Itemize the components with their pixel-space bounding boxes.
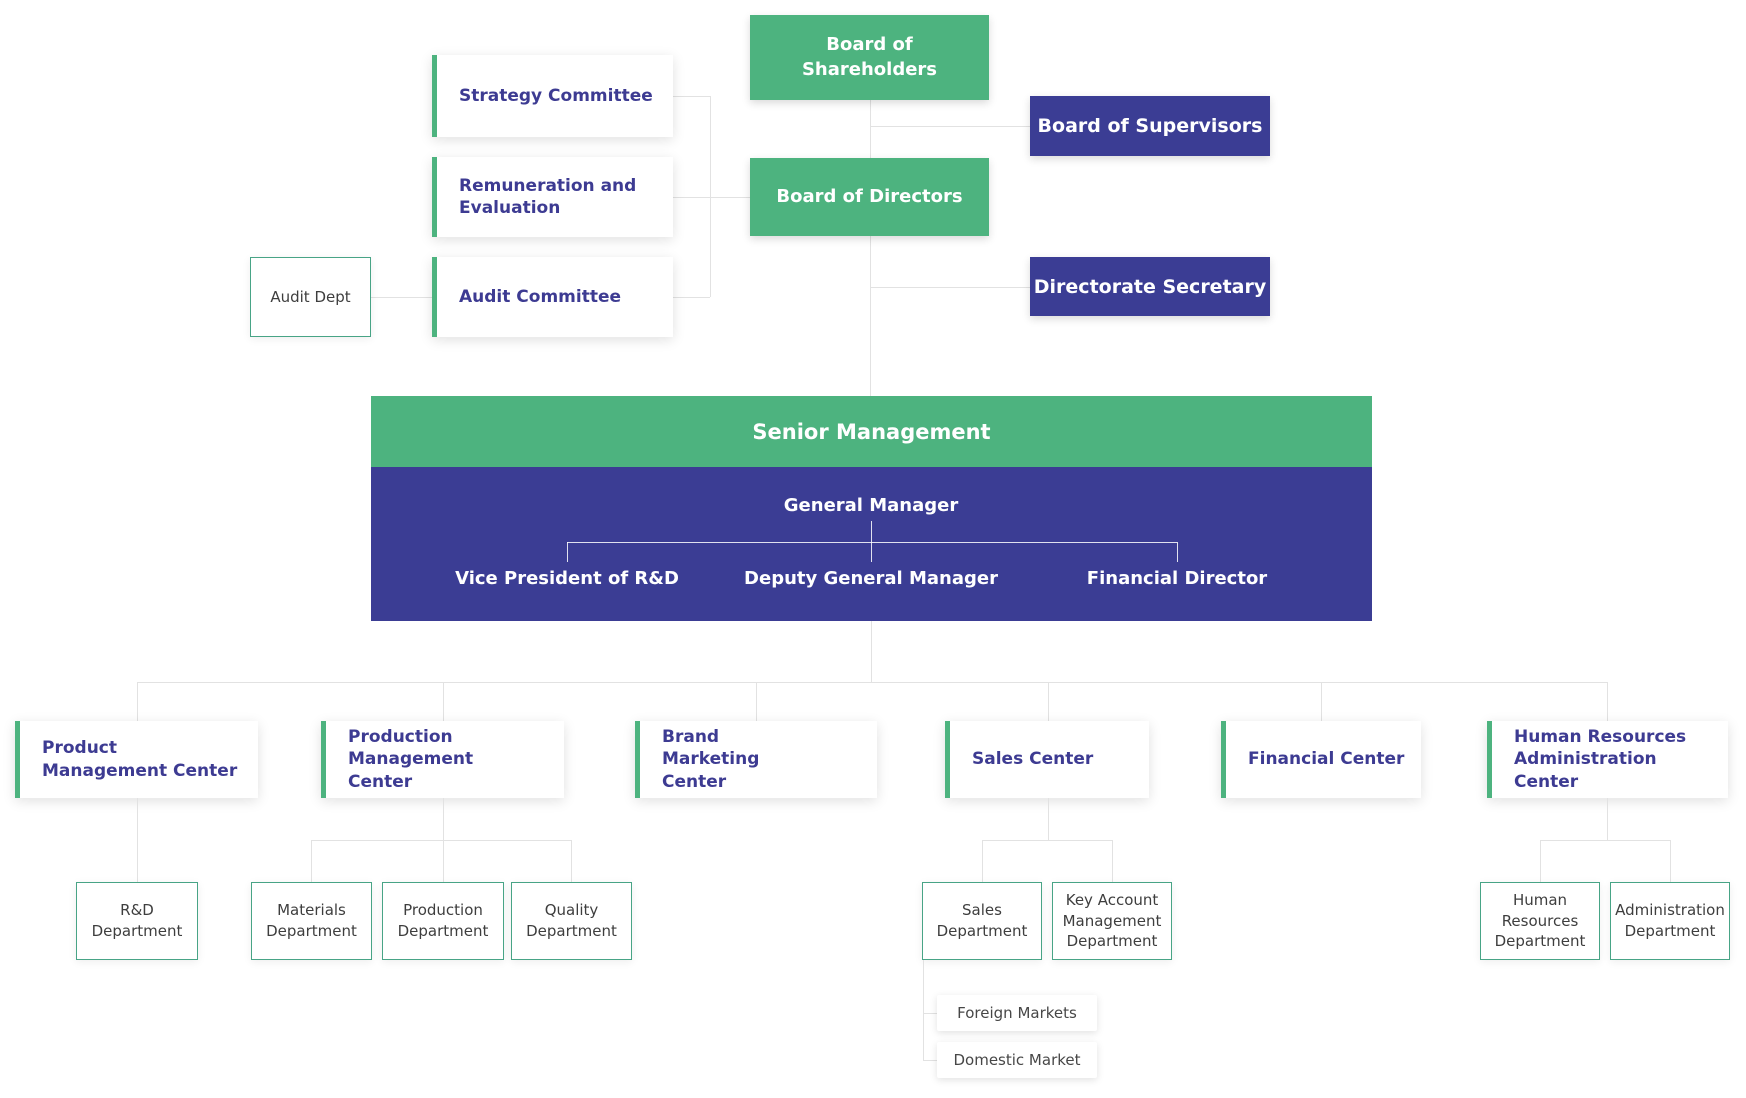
connector-line: [982, 840, 1112, 841]
connector-line: [137, 682, 1607, 683]
node-label: Strategy Committee: [459, 85, 653, 106]
node-financial-center: Financial Center: [1221, 721, 1421, 798]
node-board-of-supervisors: Board of Supervisors: [1030, 96, 1270, 156]
node-label: Board of Directors: [776, 185, 963, 207]
node-label: Quality Department: [526, 901, 617, 940]
connector-line: [870, 100, 871, 158]
node-label: Key Account Management Department: [1062, 890, 1162, 951]
node-label: Production Department: [397, 901, 489, 940]
node-human-resources-department: Human Resources Department: [1480, 882, 1600, 960]
node-label: Audit Dept: [270, 287, 351, 306]
connector-line: [871, 521, 872, 542]
connector-line: [1607, 798, 1608, 840]
connector-line: [871, 542, 872, 562]
node-label: Board of Supervisors: [1037, 115, 1263, 137]
node-rd-department: R&D Department: [76, 882, 198, 960]
node-label: R&D Department: [91, 901, 183, 940]
connector-line: [870, 236, 871, 396]
node-label: Audit Committee: [459, 286, 622, 307]
connector-line: [710, 96, 711, 297]
node-domestic-market: Domestic Market: [937, 1042, 1097, 1078]
connector-line: [443, 798, 444, 840]
connector-line: [673, 297, 710, 298]
node-sales-center: Sales Center: [945, 721, 1149, 798]
connector-line: [870, 126, 1030, 127]
node-general-manager: General Manager: [783, 495, 959, 516]
node-foreign-markets: Foreign Markets: [937, 995, 1097, 1031]
node-label: Senior Management: [752, 419, 991, 444]
node-product-management-center: Product Management Center: [15, 721, 258, 798]
connector-line: [443, 682, 444, 721]
node-hr-administration-center: Human Resources Administration Center: [1487, 721, 1728, 798]
connector-line: [311, 840, 312, 882]
node-directorate-secretary: Directorate Secretary: [1030, 257, 1270, 316]
connector-line: [756, 682, 757, 721]
node-label: Brand Marketing Center: [662, 726, 760, 792]
connector-line: [673, 96, 710, 97]
connector-line: [137, 682, 138, 721]
node-label: Product Management Center: [42, 738, 238, 781]
node-remuneration-and-evaluation: Remuneration and Evaluation: [432, 157, 673, 237]
connector-line: [567, 542, 1177, 543]
connector-line: [1540, 840, 1541, 882]
senior-management-header: Senior Management: [371, 396, 1372, 467]
node-brand-marketing-center: Brand Marketing Center: [635, 721, 877, 798]
node-administration-department: Administration Department: [1610, 882, 1730, 960]
node-board-of-directors: Board of Directors: [750, 158, 989, 236]
connector-line: [1048, 682, 1049, 721]
node-deputy-general-manager: Deputy General Manager: [744, 568, 998, 589]
node-label: Sales Department: [936, 901, 1028, 940]
node-label: Production Management Center: [348, 726, 474, 792]
node-label: Domestic Market: [953, 1051, 1081, 1069]
connector-line: [443, 840, 444, 882]
node-audit-committee: Audit Committee: [432, 257, 673, 337]
node-label: Human Resources Administration Center: [1514, 726, 1687, 792]
node-production-management-center: Production Management Center: [321, 721, 564, 798]
node-label: Foreign Markets: [957, 1004, 1077, 1022]
node-label: Remuneration and Evaluation: [459, 175, 637, 218]
connector-line: [1540, 840, 1670, 841]
node-vice-president-rd: Vice President of R&D: [455, 568, 679, 589]
connector-line: [923, 1013, 937, 1014]
node-production-department: Production Department: [382, 882, 504, 960]
node-sales-department: Sales Department: [922, 882, 1042, 960]
connector-line: [870, 287, 1030, 288]
connector-line: [1670, 840, 1671, 882]
node-quality-department: Quality Department: [511, 882, 632, 960]
connector-line: [923, 960, 924, 1060]
node-financial-director: Financial Director: [1086, 568, 1268, 589]
node-key-account-management-department: Key Account Management Department: [1052, 882, 1172, 960]
connector-line: [1607, 682, 1608, 721]
connector-line: [673, 197, 750, 198]
node-label: Human Resources Department: [1494, 890, 1586, 951]
connector-line: [1177, 542, 1178, 562]
node-label: Administration Department: [1615, 901, 1725, 940]
node-strategy-committee: Strategy Committee: [432, 55, 673, 137]
node-label: Board of Shareholders: [801, 34, 938, 80]
node-audit-dept: Audit Dept: [250, 257, 371, 337]
node-label: Materials Department: [266, 901, 357, 940]
connector-line: [1112, 840, 1113, 882]
connector-line: [923, 1060, 937, 1061]
connector-line: [1048, 798, 1049, 840]
node-label: Financial Center: [1248, 749, 1405, 770]
connector-line: [1321, 682, 1322, 721]
node-board-of-shareholders: Board of Shareholders: [750, 15, 989, 100]
node-materials-department: Materials Department: [251, 882, 372, 960]
connector-line: [871, 621, 872, 682]
connector-line: [982, 840, 983, 882]
node-label: Sales Center: [972, 749, 1094, 770]
connector-line: [571, 840, 572, 882]
connector-line: [567, 542, 568, 562]
node-label: Directorate Secretary: [1033, 275, 1267, 298]
connector-line: [137, 798, 138, 882]
connector-line: [371, 297, 432, 298]
connector-line: [311, 840, 571, 841]
